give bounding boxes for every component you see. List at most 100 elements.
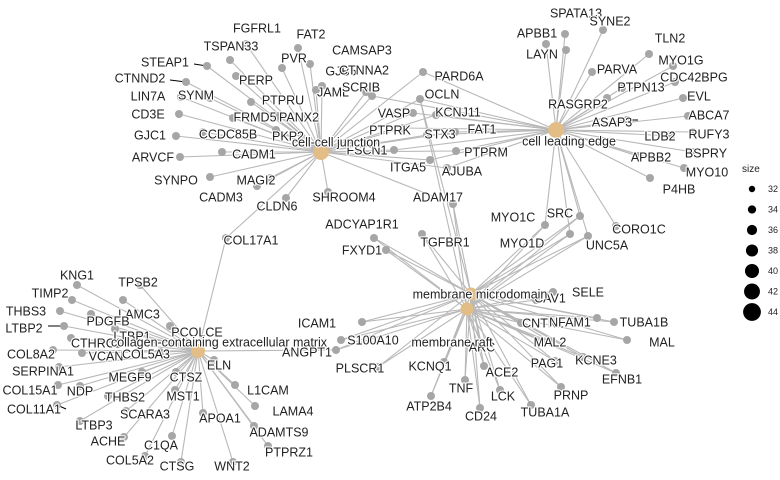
gene-label-ltbp2: LTBP2	[5, 322, 42, 336]
legend-dot-42	[744, 283, 760, 300]
edge-cthrc1-ecm	[70, 337, 199, 352]
edge-pard6a-cc	[320, 71, 424, 153]
edge-cd24-mr	[466, 308, 481, 409]
edge-ajuba-le	[446, 129, 557, 169]
gene-label-rufy3: RUFY3	[689, 128, 730, 142]
gene-node-ltbp1	[111, 325, 119, 333]
gene-node-camsap3	[306, 60, 314, 68]
gene-node-ocln	[416, 95, 424, 103]
gene-node-timp2	[68, 296, 76, 304]
edge-unc5a-md	[470, 235, 589, 295]
gene-label-lama4: LAMA4	[273, 405, 314, 419]
gene-node-ptpru	[247, 98, 255, 106]
edge-thbs3-ecm	[59, 310, 199, 352]
gene-label-serpina1: SERPINA1	[12, 365, 74, 379]
edge-itga5-cc	[320, 151, 431, 161]
gene-node-syne2	[599, 26, 607, 34]
gene-node-prnp	[557, 383, 565, 391]
edge-magi2-cc	[269, 151, 322, 179]
gene-label-thbs3: THBS3	[6, 305, 46, 319]
gene-label-synpo: SYNPO	[154, 174, 198, 188]
edge-tuba1a-mr	[466, 308, 532, 406]
gene-node-rasgrp2	[603, 94, 611, 102]
gene-label-jaml: JAML	[317, 86, 349, 100]
gene-label-cdc42bpg: CDC42BPG	[660, 71, 727, 85]
edge-myo1c-le	[544, 129, 557, 226]
gene-node-tln2	[645, 50, 653, 58]
edge-pvr-cc	[281, 67, 322, 153]
gene-node-perp	[232, 72, 240, 80]
gene-label-ltbp1: LTBP1	[113, 330, 150, 344]
gene-label-pvr: PVR	[281, 52, 307, 66]
gene-node-itga5	[426, 156, 434, 164]
gene-label-fat2: FAT2	[297, 28, 326, 42]
gene-node-cldn6	[282, 194, 290, 202]
gene-label-apoa1: APOA1	[199, 412, 241, 426]
edge-adam17-cc	[320, 151, 454, 205]
edge-ocln-cc	[320, 98, 421, 153]
edge-ndp-ecm	[79, 350, 199, 387]
gene-node-shroom4	[324, 188, 332, 196]
gene-node-cd3e	[175, 110, 183, 118]
edge-jaml-cc	[315, 89, 322, 153]
gene-label-ptprz1: PTPRZ1	[265, 446, 313, 460]
gene-node-apbb2	[634, 152, 642, 160]
edge-pdgfb-ecm	[90, 313, 199, 352]
gene-node-ctnnd2	[182, 78, 190, 86]
gene-label-tln2: TLN2	[655, 32, 686, 46]
edge-ltbp3-ecm	[79, 350, 199, 422]
gene-label-steap1: STEAP1	[141, 56, 189, 70]
gene-node-coro1c	[612, 222, 620, 230]
gene-node-vasp	[409, 109, 417, 117]
gene-label-cd24: CD24	[465, 410, 497, 424]
gene-node-panx2	[275, 112, 283, 120]
gene-label-pcolce: PCOLCE	[171, 326, 222, 340]
gene-node-l1cam	[231, 381, 239, 389]
edge-ctnna2-cc	[320, 91, 367, 153]
gene-label-pag1: PAG1	[531, 357, 563, 371]
gene-node-kcnq1	[440, 358, 448, 366]
gene-node-cd24	[476, 404, 484, 412]
gene-label-ace2: ACE2	[486, 366, 519, 380]
edge-gjc1-cc	[175, 135, 322, 153]
gene-node-kcnj11	[432, 111, 440, 119]
gene-label-col5a2: COL5A2	[106, 454, 154, 468]
gene-node-lck	[496, 386, 504, 394]
edge-prnp-mr	[466, 308, 562, 388]
gene-label-adam17: ADAM17	[413, 191, 463, 205]
gene-label-lin7a: LIN7A	[131, 90, 166, 104]
edge-s100a10-md	[340, 293, 472, 341]
gene-node-layn	[562, 46, 570, 54]
edge-adam17-md	[452, 203, 472, 295]
gene-label-l1cam: L1CAM	[247, 384, 289, 398]
legend-dot-44	[743, 303, 761, 321]
edge-col11a1-ecm	[56, 350, 199, 406]
gene-node-atp2b4	[427, 392, 435, 400]
gene-label-ptpn13: PTPN13	[617, 81, 664, 95]
gene-node-arc	[477, 339, 485, 347]
gene-label-ctsg: CTSG	[160, 460, 195, 474]
gene-label-magi2: MAGI2	[237, 174, 276, 188]
edge-ptprk-cc	[320, 127, 404, 153]
gene-node-kng1	[73, 281, 81, 289]
edge-ptprm-cc	[320, 150, 457, 153]
gene-node-adam17	[449, 200, 457, 208]
gene-node-apoa1	[199, 409, 207, 417]
gene-label-ndp: NDP	[67, 385, 93, 399]
gene-label-stx3: STX3	[424, 128, 455, 142]
gene-node-frmd5	[229, 114, 237, 122]
edge-fxyd1-mr	[385, 249, 468, 310]
gene-label-tgfbr1: TGFBR1	[420, 236, 469, 250]
gene-node-asap3	[623, 116, 631, 124]
gene-label-frmd5: FRMD5	[233, 111, 276, 125]
gene-label-unc5a: UNC5A	[586, 239, 629, 253]
edge-timp2-ecm	[71, 299, 199, 352]
gene-node-ltbp2	[60, 322, 68, 330]
edge-coro1c-le	[555, 129, 617, 227]
gene-label-pdgfb: PDGFB	[86, 315, 129, 329]
edge-col17a1-cc	[225, 151, 322, 239]
edge-bspry-le	[555, 129, 694, 153]
gene-node-gjc1	[172, 132, 180, 140]
gene-label-ctnna2: CTNNA2	[339, 64, 389, 78]
edge-steap1-cc	[206, 65, 322, 153]
